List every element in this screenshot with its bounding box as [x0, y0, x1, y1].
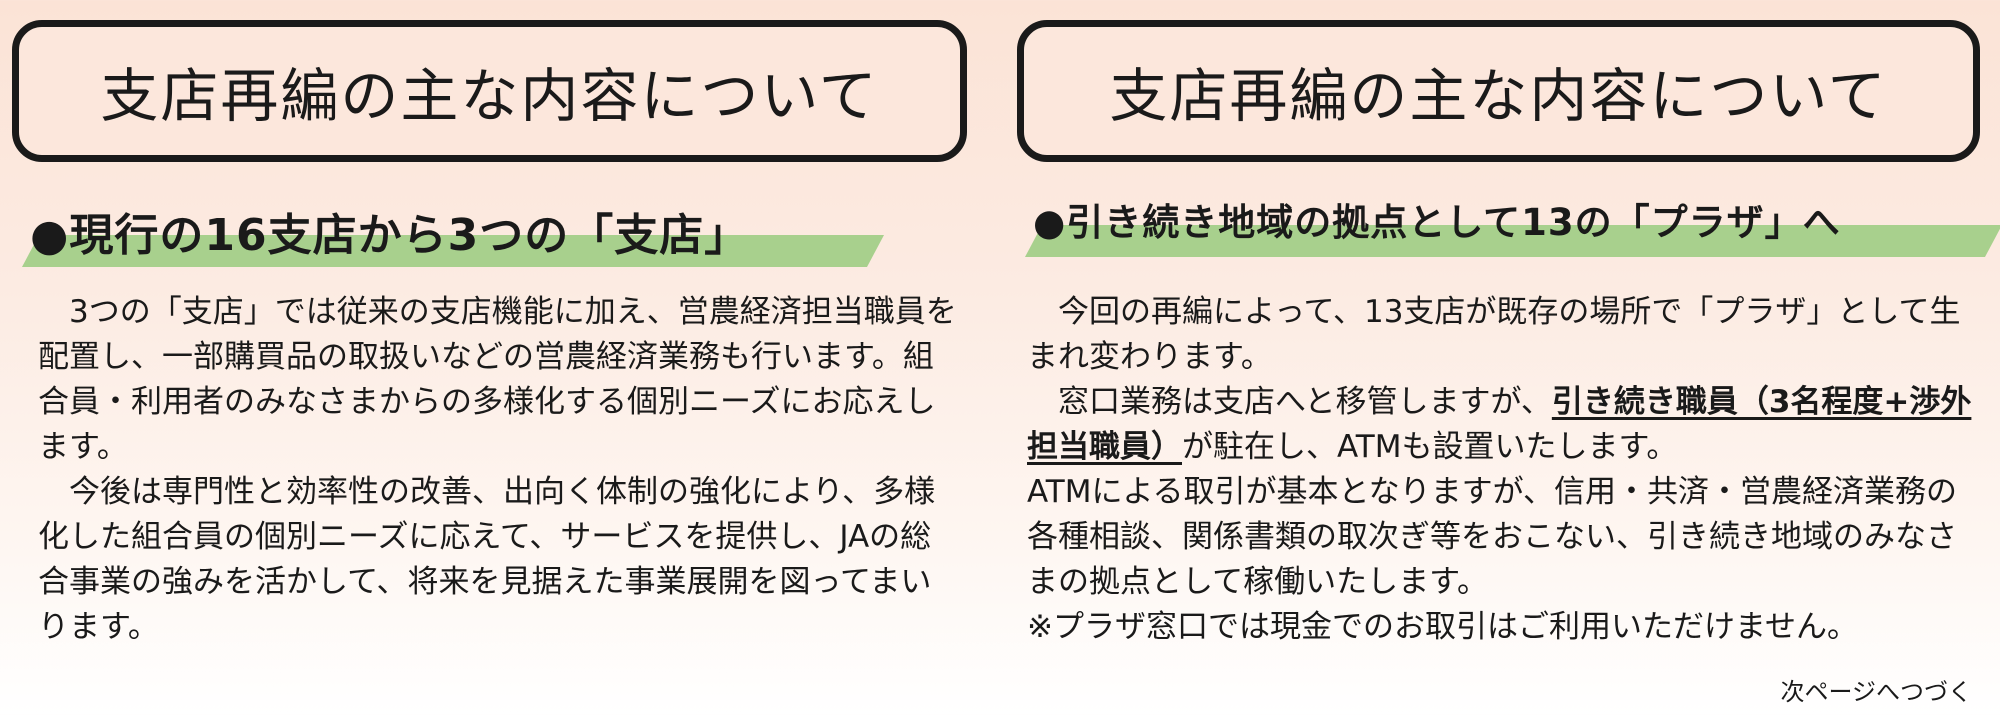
- left-panel: 支店再編の主な内容について ●現行の16支店から3つの「支店」 3つの「支店」で…: [0, 0, 990, 715]
- staff-emphasis: 引き続き職員（3名程度+渉外担当職員）: [1027, 384, 1972, 465]
- continue-next-page: 次ページへつづく: [1780, 678, 1972, 706]
- left-subheading-text: ●現行の16支店から3つの「支店」: [30, 210, 750, 261]
- right-note: ※プラザ窓口では現金でのお取引はご利用いただけません。: [1027, 609, 1859, 645]
- right-paragraph-3: ATMによる取引が基本となりますが、信用・共済・営農経済業務の各種相談、関係書類…: [1027, 474, 1957, 600]
- left-title-box: 支店再編の主な内容について: [12, 20, 967, 162]
- right-title: 支店再編の主な内容について: [1109, 62, 1888, 130]
- right-paragraph-1: 今回の再編によって、13支店が既存の場所で「プラザ」として生まれ変わります。: [1027, 294, 1961, 375]
- right-paragraph-2-end: が駐在し、ATMも設置いたします。: [1182, 429, 1678, 465]
- left-body: 3つの「支店」では従来の支店機能に加え、営農経済担当職員を配置し、一部購買品の取…: [38, 290, 958, 650]
- right-subheading-text: ●引き続き地域の拠点として13の「プラザ」へ: [1033, 201, 1841, 244]
- right-title-box: 支店再編の主な内容について: [1017, 20, 1980, 162]
- left-paragraph-2: 今後は専門性と効率性の改善、出向く体制の強化により、多様化した組合員の個別ニーズ…: [38, 474, 936, 645]
- right-paragraph-2: 窓口業務は支店へと移管しますが、引き続き職員（3名程度+渉外担当職員）が駐在し、…: [1027, 380, 1987, 470]
- right-body: 今回の再編によって、13支店が既存の場所で「プラザ」として生まれ変わります。 窓…: [1027, 290, 1987, 650]
- right-panel: 支店再編の主な内容について ●引き続き地域の拠点として13の「プラザ」へ 今回の…: [1005, 0, 2000, 715]
- right-subheading: ●引き続き地域の拠点として13の「プラザ」へ: [1025, 195, 2000, 265]
- left-subheading: ●現行の16支店から3つの「支店」: [22, 205, 885, 275]
- left-title: 支店再編の主な内容について: [100, 62, 879, 130]
- left-paragraph-1: 3つの「支店」では従来の支店機能に加え、営農経済担当職員を配置し、一部購買品の取…: [38, 294, 957, 465]
- right-paragraph-2-start: 窓口業務は支店へと移管しますが、: [1058, 384, 1552, 420]
